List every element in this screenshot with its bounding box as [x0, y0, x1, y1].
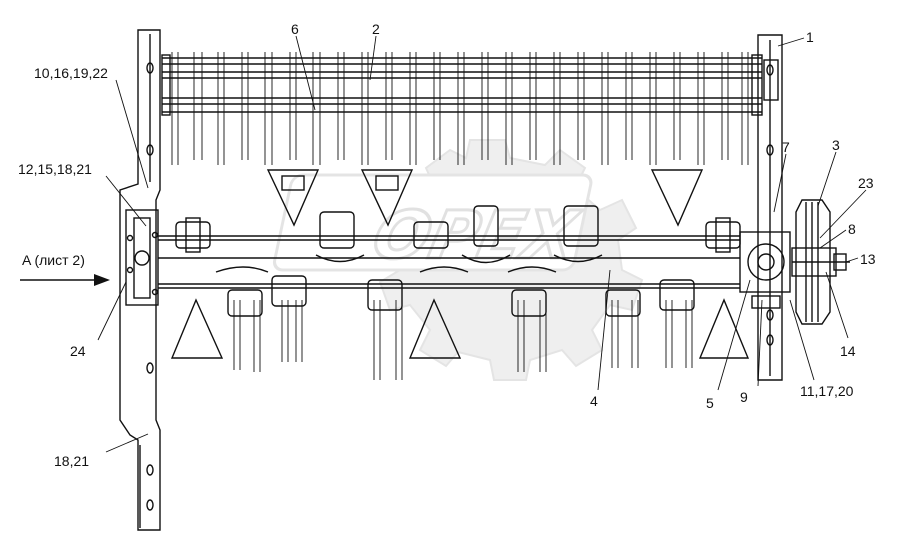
callout-10-16-19-22: 10,16,19,22 [34, 65, 108, 81]
curved-blades [215, 254, 603, 273]
left-bearing-housing [125, 209, 159, 306]
callout-8: 8 [848, 221, 856, 237]
callout-3: 3 [832, 137, 840, 153]
lower-hubs [227, 275, 695, 317]
watermark-logo: OPEX [272, 139, 644, 381]
callout-5: 5 [706, 395, 714, 411]
callout-2: 2 [372, 21, 380, 37]
main-shaft [158, 235, 740, 289]
top-cylinder [161, 54, 763, 116]
pulley [791, 199, 850, 325]
lower-tines [233, 300, 693, 380]
callout-11-17-20: 11,17,20 [800, 383, 854, 399]
leader-lines [97, 35, 867, 453]
callout-6: 6 [291, 21, 299, 37]
watermark-text: OPEX [367, 197, 587, 274]
callout-13: 13 [860, 251, 876, 267]
left-frame-plate [119, 29, 161, 531]
callout-4: 4 [590, 393, 598, 409]
callout-1: 1 [806, 29, 814, 45]
upper-paddles [266, 169, 704, 227]
callout-24: 24 [70, 343, 86, 359]
callout-12-15-18-21: 12,15,18,21 [18, 161, 92, 177]
view-arrow: A (лист 2) [20, 252, 110, 286]
callout-9: 9 [740, 389, 748, 405]
callout-18-21: 18,21 [54, 453, 89, 469]
view-ref-label: A (лист 2) [22, 252, 85, 268]
callout-labels: 1 2 6 10,16,19,22 12,15,18,21 7 3 23 8 1… [18, 21, 876, 469]
callout-14: 14 [840, 343, 856, 359]
top-tines [171, 52, 749, 165]
right-bearing-assembly [739, 231, 791, 309]
callout-23: 23 [858, 175, 874, 191]
callout-7: 7 [782, 139, 790, 155]
